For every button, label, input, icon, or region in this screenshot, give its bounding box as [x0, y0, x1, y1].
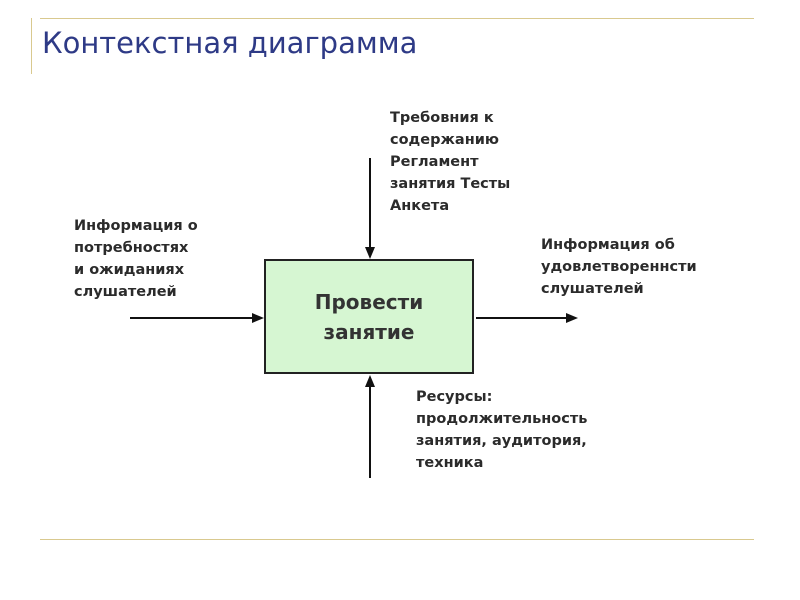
function-label-line-2: занятие	[323, 319, 415, 344]
function-box: Провести занятие	[264, 259, 474, 374]
mechanism-arrowhead	[365, 375, 375, 387]
mechanism-label-line: техника	[416, 455, 484, 471]
input-label-line: потребностях	[74, 240, 189, 256]
mechanism-label: Ресурсы: продолжительность занятия, ауди…	[416, 386, 587, 474]
control-label: Требовния к содержанию Регламент занятия…	[390, 107, 510, 217]
output-label-line: удовлетвореннсти	[541, 259, 697, 275]
mechanism-label-line: занятия, аудитория,	[416, 433, 587, 449]
output-arrowhead	[566, 313, 578, 323]
input-label-line: и ожиданиях	[74, 262, 185, 278]
input-label: Информация о потребностях и ожиданиях сл…	[74, 215, 198, 303]
input-arrowhead	[252, 313, 264, 323]
control-label-line: Требовния к	[390, 110, 494, 126]
control-label-line: содержанию	[390, 132, 499, 148]
control-label-line: Регламент	[390, 154, 479, 170]
output-label: Информация об удовлетвореннсти слушателе…	[541, 234, 697, 300]
control-label-line: Анкета	[390, 198, 450, 214]
input-label-line: слушателей	[74, 284, 177, 300]
function-label-line-1: Провести	[314, 289, 424, 314]
output-label-line: слушателей	[541, 281, 644, 297]
input-label-line: Информация о	[74, 218, 198, 234]
control-arrowhead	[365, 247, 375, 259]
control-label-line: занятия Тесты	[390, 176, 511, 192]
bottom-rule	[40, 539, 754, 540]
mechanism-label-line: Ресурсы:	[416, 389, 493, 405]
slide-title: Контекстная диаграмма	[42, 26, 418, 60]
mechanism-label-line: продолжительность	[416, 411, 588, 427]
top-rule	[40, 18, 754, 19]
output-label-line: Информация об	[541, 237, 675, 253]
left-rule	[31, 18, 32, 74]
